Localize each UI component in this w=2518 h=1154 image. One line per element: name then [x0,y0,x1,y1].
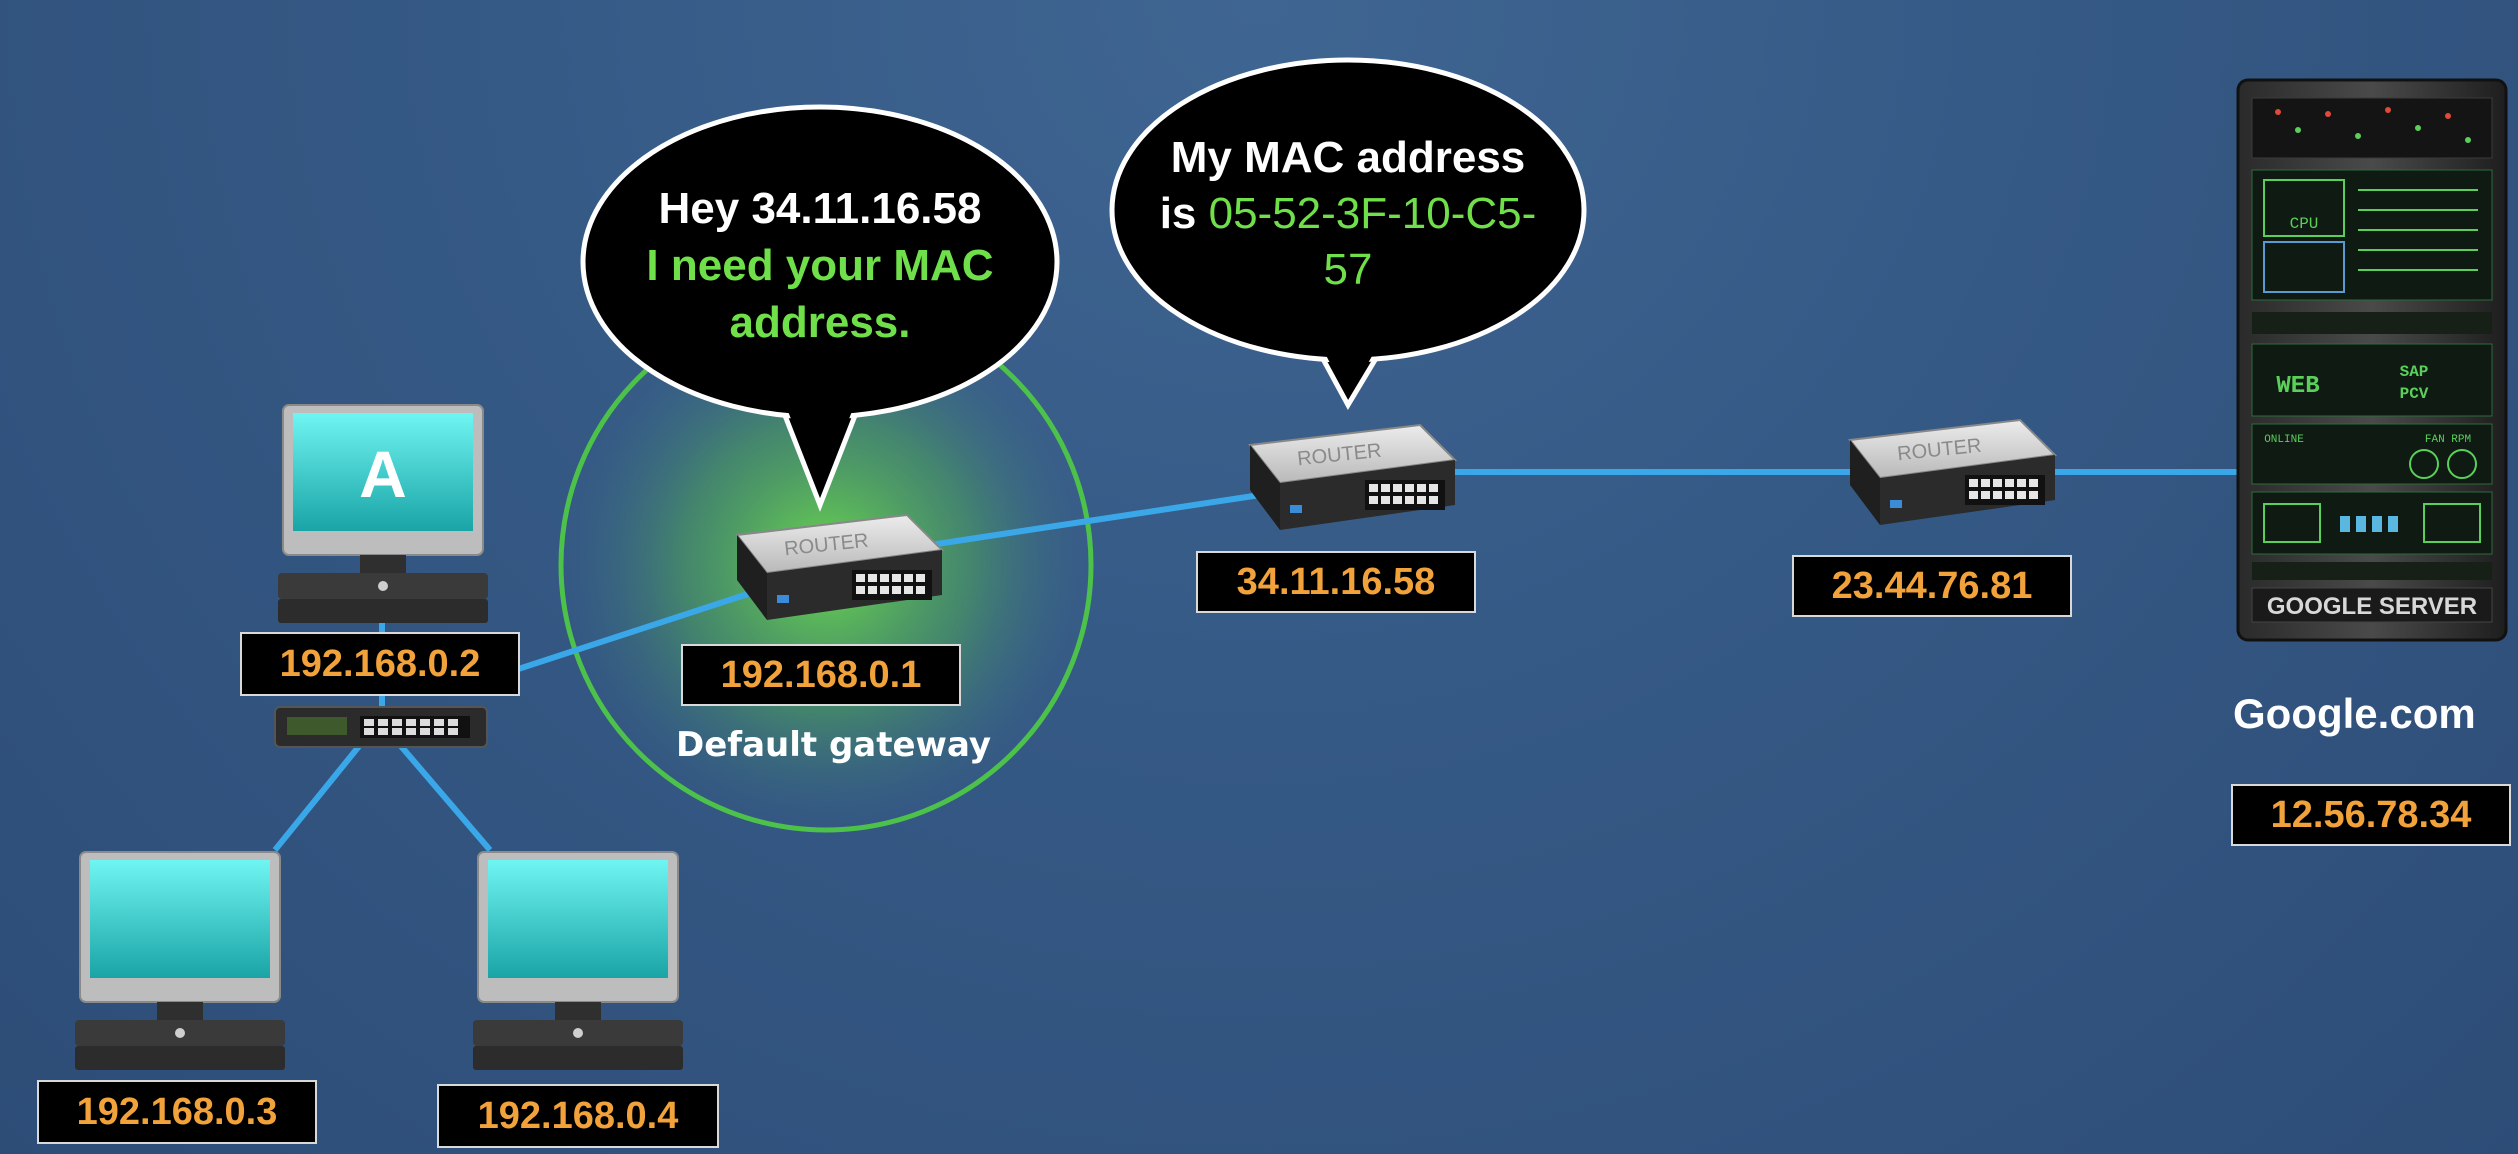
request-bubble-text: Hey 34.11.16.58 I need your MAC address. [600,180,1040,351]
google-server-rack[interactable]: CPU WEB SAP PCV ONLINE FAN RPM GOOGLE SE… [2236,78,2508,642]
ip-label-router-2: 23.44.76.81 [1792,555,2072,617]
request-line-2: I need your MAC [646,241,994,290]
server-web-label: WEB [2276,373,2319,400]
reply-line-1: My MAC address [1170,133,1526,182]
link-switch-hostC [397,743,493,852]
link-switch-hostB [272,743,363,852]
ip-label-router-1: 34.11.16.58 [1196,551,1476,613]
reply-mac-part-2: 57 [1323,245,1373,294]
reply-prefix: is [1159,189,1209,238]
router-2[interactable]: ROUTER [1848,418,2058,525]
server-rack-label: GOOGLE SERVER [2267,593,2477,620]
reply-bubble-text: My MAC address is 05-52-3F-10-C5- 57 [1120,130,1576,298]
request-line-3: address. [729,298,911,347]
reply-line-2: is 05-52-3F-10-C5- [1120,186,1576,242]
computer-c[interactable] [473,851,683,1070]
computer-b[interactable] [75,851,285,1070]
ip-label-host-b: 192.168.0.3 [37,1080,317,1144]
computer-a[interactable]: A [278,404,488,623]
reply-mac-part-1: 05-52-3F-10-C5- [1208,189,1537,238]
link-switch-gateway [499,587,761,678]
ip-label-server: 12.56.78.34 [2231,784,2511,846]
network-links [272,469,2240,852]
ip-label-host-a: 192.168.0.2 [240,632,520,696]
request-line-1: Hey 34.11.16.58 [658,184,982,233]
ip-label-host-c: 192.168.0.4 [437,1084,719,1148]
server-pcv-label: PCV [2400,385,2429,403]
switch [274,706,488,748]
router-1[interactable]: ROUTER [1248,423,1458,530]
computer-a-screen-label: A [359,437,407,511]
server-name-caption: Google.com [2233,690,2476,737]
server-fan-label: FAN RPM [2425,434,2471,446]
link-gateway-router1 [929,492,1261,548]
server-online-label: ONLINE [2264,434,2304,446]
server-cpu-label: CPU [2290,215,2319,233]
default-gateway-caption: Default gateway [676,725,992,765]
reply-speech-bubble [1109,57,1587,411]
ip-label-gateway: 192.168.0.1 [681,644,961,706]
request-speech-bubble [580,104,1060,512]
server-sap-label: SAP [2400,363,2429,381]
gateway-router[interactable]: ROUTER [735,513,945,620]
